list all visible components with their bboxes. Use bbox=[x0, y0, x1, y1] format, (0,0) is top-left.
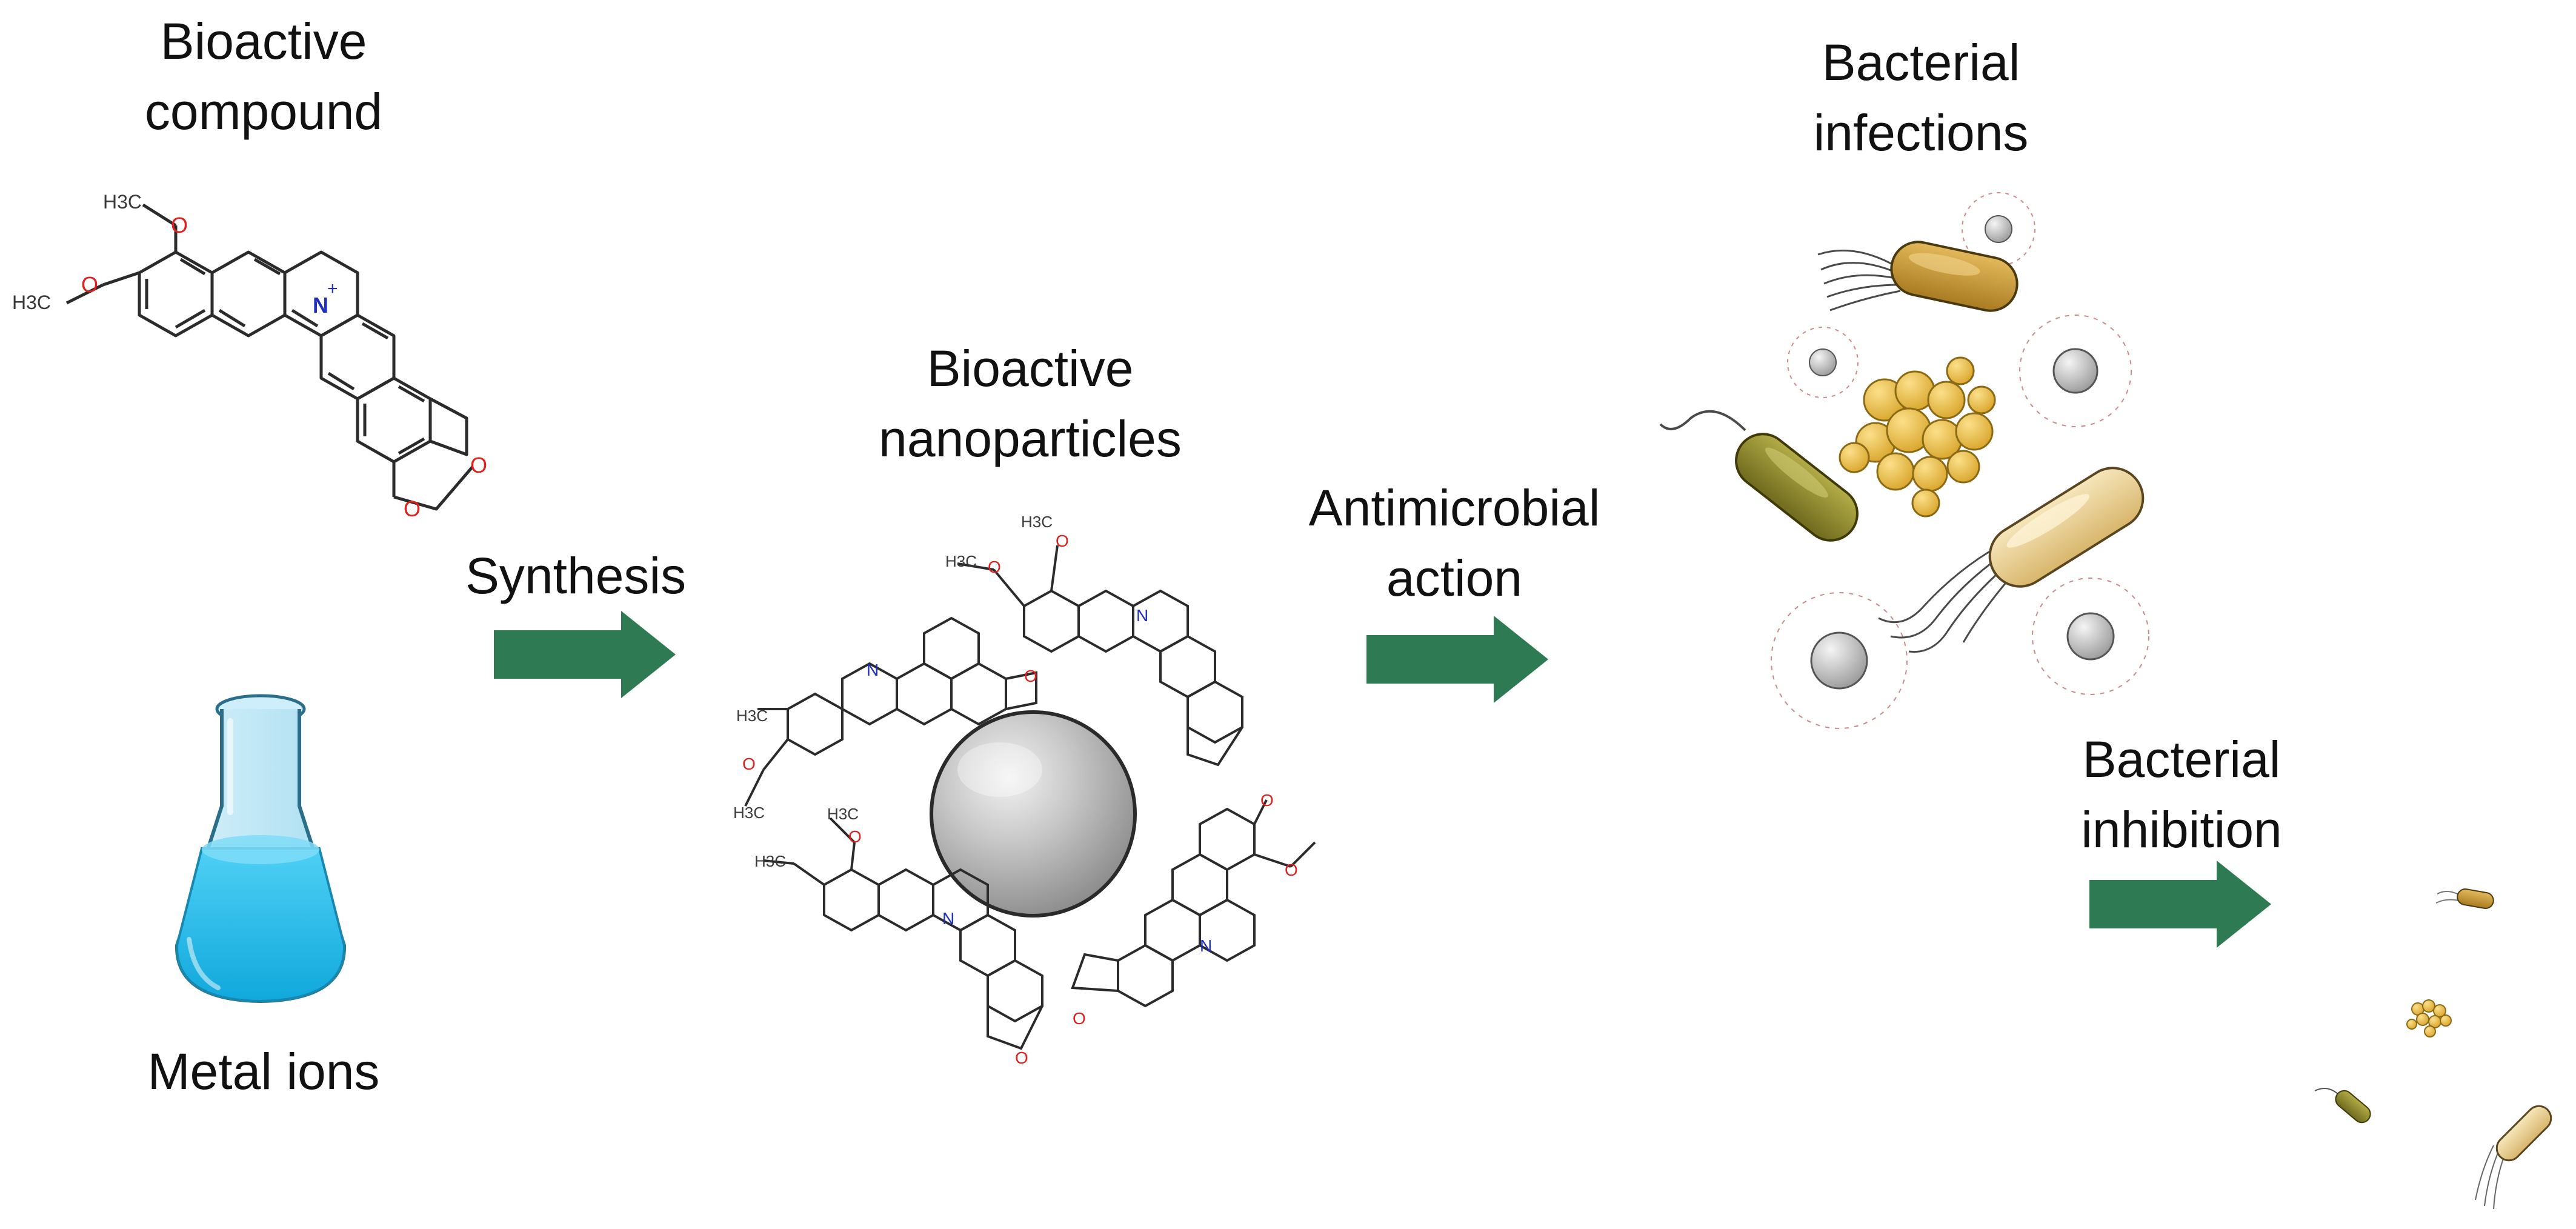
label-line: Bioactive bbox=[927, 340, 1134, 397]
nitrogen-atom: N bbox=[942, 909, 954, 928]
oxygen-atom: O bbox=[470, 453, 487, 478]
nitrogen-atom: N bbox=[1200, 936, 1212, 955]
oxygen-atom: O bbox=[404, 496, 421, 521]
bioactive-nanoparticles-label: Bioactive nanoparticles bbox=[836, 333, 1224, 474]
methyl-group: H3C bbox=[736, 707, 768, 725]
nanoparticle-icon bbox=[1771, 592, 1908, 729]
arrow-right-icon bbox=[1366, 616, 1548, 703]
cocci-cluster-icon bbox=[1839, 356, 1996, 518]
nanoparticle-icon bbox=[1962, 192, 2035, 266]
label-line: Antimicrobial bbox=[1308, 479, 1600, 536]
berberine-atom-labels: O O N + O O H3C H3C bbox=[12, 191, 487, 521]
ligand-molecule bbox=[957, 545, 1243, 767]
nanoparticle-icon bbox=[930, 710, 1137, 918]
oxygen-atom: O bbox=[1073, 1009, 1086, 1028]
oxygen-atom: O bbox=[1285, 861, 1298, 879]
berberine-molecule bbox=[65, 203, 474, 511]
rod-bacterium-icon bbox=[1878, 467, 2145, 653]
bacterial-infections-label: Bacterial infections bbox=[1745, 27, 2097, 168]
label-line: inhibition bbox=[2081, 801, 2282, 858]
methyl-group: H3C bbox=[103, 191, 142, 213]
arrow-right-icon bbox=[494, 611, 676, 698]
bacterial-inhibition-label: Bacterial inhibition bbox=[2012, 724, 2351, 865]
label-line: Bioactive bbox=[160, 13, 367, 70]
oxygen-atom: O bbox=[171, 213, 188, 238]
antimicrobial-action-label: Antimicrobial action bbox=[1260, 473, 1648, 613]
methyl-group: H3C bbox=[827, 805, 859, 823]
oxygen-atom: O bbox=[1015, 1048, 1028, 1067]
oxygen-atom: O bbox=[81, 272, 98, 297]
ligand-molecule bbox=[744, 616, 1037, 807]
label-line: Synthesis bbox=[465, 547, 687, 604]
label-line: Metal ions bbox=[147, 1043, 380, 1100]
charge-sign: + bbox=[327, 279, 338, 299]
nitrogen-atom: N bbox=[867, 661, 879, 679]
ligand-molecule bbox=[763, 817, 1043, 1050]
nanoparticle-icon bbox=[1787, 327, 1859, 398]
rod-bacterium-icon bbox=[2475, 1105, 2552, 1210]
cocci-cluster-icon bbox=[2406, 999, 2452, 1037]
rod-bacterium-icon bbox=[1817, 241, 2019, 312]
oxygen-atom: O bbox=[1260, 791, 1274, 810]
methyl-group: H3C bbox=[754, 852, 786, 870]
label-line: nanoparticles bbox=[879, 410, 1182, 467]
rod-bacterium-icon bbox=[2435, 888, 2494, 909]
rod-bacterium-icon bbox=[1659, 410, 1859, 542]
methyl-group: H3C bbox=[945, 552, 977, 570]
ligand-molecule bbox=[1071, 799, 1316, 1008]
flask-icon bbox=[175, 694, 347, 1004]
nitrogen-atom: N bbox=[313, 293, 328, 318]
label-line: action bbox=[1386, 550, 1523, 607]
label-line: Bacterial bbox=[2082, 731, 2281, 788]
oxygen-atom: O bbox=[1056, 531, 1069, 550]
oxygen-atom: O bbox=[742, 754, 756, 773]
label-line: Bacterial bbox=[1822, 34, 2020, 91]
ligand-atom-labels: O O H3C H3C N N O O H3C H3C O H3C H3C N … bbox=[733, 513, 1298, 1067]
nanoparticle-icon bbox=[2032, 578, 2149, 695]
synthesis-label: Synthesis bbox=[424, 541, 727, 611]
oxygen-atom: O bbox=[988, 558, 1001, 576]
metal-ions-label: Metal ions bbox=[94, 1036, 433, 1107]
rod-bacterium-icon bbox=[2314, 1088, 2371, 1124]
nitrogen-atom: N bbox=[1136, 606, 1148, 625]
methyl-group: H3C bbox=[733, 804, 765, 822]
oxygen-atom: O bbox=[848, 827, 862, 846]
arrow-right-icon bbox=[2089, 861, 2271, 948]
methyl-group: H3C bbox=[12, 291, 51, 313]
oxygen-atom: O bbox=[1024, 667, 1037, 685]
nanoparticle-icon bbox=[2019, 315, 2132, 427]
label-line: infections bbox=[1813, 104, 2029, 161]
label-line: compound bbox=[144, 83, 383, 140]
bioactive-compound-label: Bioactive compound bbox=[94, 6, 433, 147]
methyl-group: H3C bbox=[1021, 513, 1053, 531]
